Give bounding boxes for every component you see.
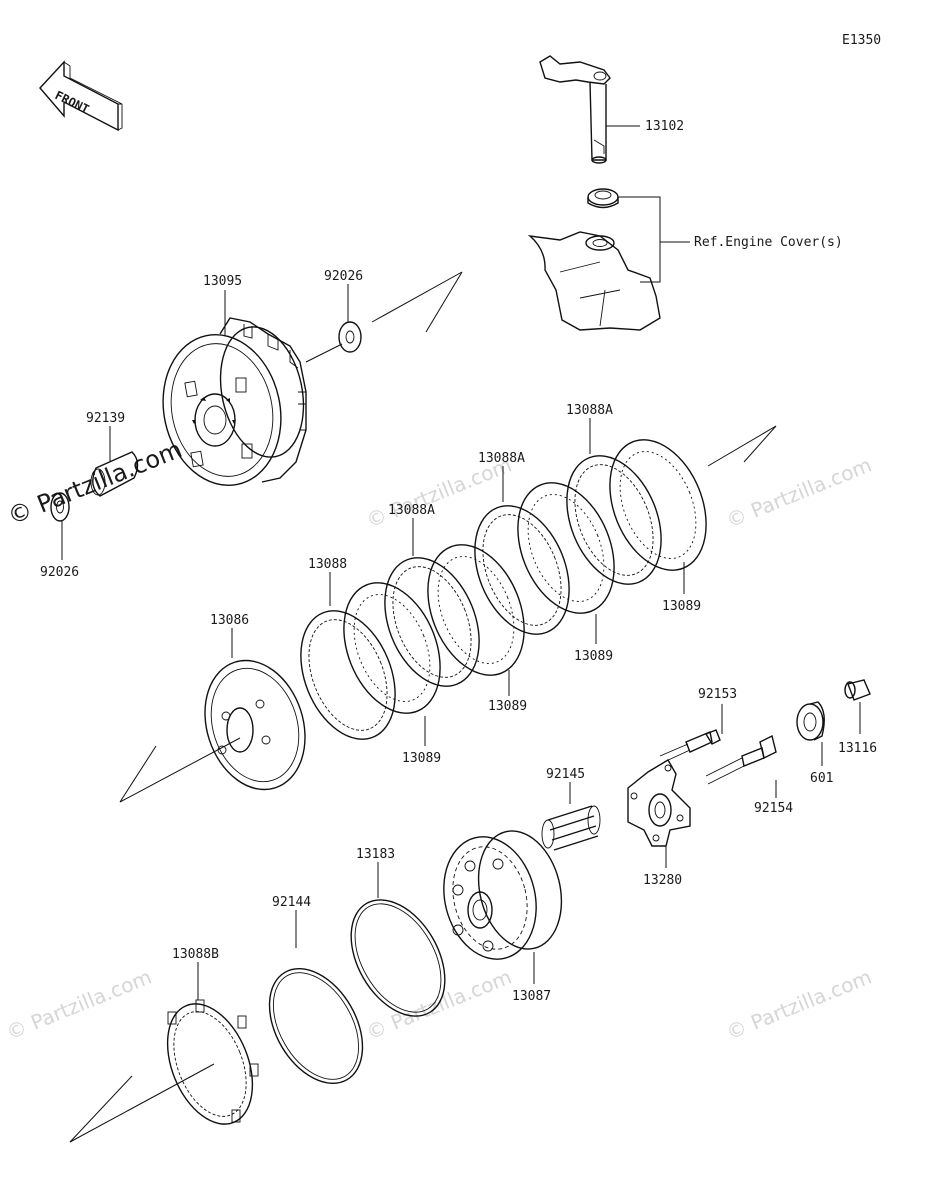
part-label-13088A-1: 13088A bbox=[388, 503, 435, 518]
friction-plate-13088A-3 bbox=[566, 455, 662, 585]
part-label-92139: 92139 bbox=[86, 411, 125, 426]
watermark-text: © Partzilla.com bbox=[723, 453, 875, 533]
clutch-plate-stack: 13088 13088A 13088A 13088A 13089 13089 1… bbox=[300, 403, 707, 766]
part-label-13088A-2: 13088A bbox=[478, 451, 525, 466]
front-arrow-icon: FRONT bbox=[39, 60, 123, 132]
steel-plate-13089 bbox=[343, 582, 441, 714]
part-label-13089-4: 13089 bbox=[662, 599, 701, 614]
pressure-plate-part: 13086 bbox=[204, 613, 306, 791]
part-label-13088A-3: 13088A bbox=[566, 403, 613, 418]
part-label-13183: 13183 bbox=[356, 847, 395, 862]
friction-plate-13088 bbox=[300, 610, 396, 740]
watermark-main: © Partzilla.com bbox=[4, 435, 186, 530]
clutch-housing-part: 13095 bbox=[162, 274, 307, 487]
assembly-axis-lines bbox=[69, 271, 777, 1143]
part-label-13086: 13086 bbox=[210, 613, 249, 628]
part-label-92026-bottom: 92026 bbox=[40, 565, 79, 580]
steel-plate-13089 bbox=[427, 544, 525, 676]
bolt-92153-part: 92153 bbox=[659, 687, 737, 763]
engine-cover-ref: Ref.Engine Cover(s) bbox=[527, 196, 843, 331]
part-label-92145: 92145 bbox=[546, 767, 585, 782]
part-label-601: 601 bbox=[810, 771, 833, 786]
pusher-13116-part: 13116 bbox=[838, 679, 877, 756]
part-label-13095: 13095 bbox=[203, 274, 242, 289]
part-label-13102: 13102 bbox=[645, 119, 684, 134]
clutch-hub-part: 13087 bbox=[443, 830, 563, 1004]
diagram-code: E1350 bbox=[842, 33, 881, 48]
friction-plate-13088A-1 bbox=[384, 557, 480, 687]
release-shaft-part: 13102 bbox=[539, 55, 684, 164]
part-label-13280: 13280 bbox=[643, 873, 682, 888]
part-label-13087: 13087 bbox=[512, 989, 551, 1004]
front-arrow-label: FRONT bbox=[53, 88, 92, 116]
spring-92145-part: 92145 bbox=[541, 767, 601, 851]
reference-label: Ref.Engine Cover(s) bbox=[694, 235, 843, 250]
bolt-92154-part: 92154 bbox=[705, 734, 793, 816]
part-label-92153: 92153 bbox=[698, 687, 737, 702]
oil-seal-part bbox=[587, 188, 619, 209]
part-label-13089-1: 13089 bbox=[402, 751, 441, 766]
friction-plate-13088A-2 bbox=[474, 505, 570, 635]
part-label-92026-top: 92026 bbox=[324, 269, 363, 284]
part-label-92144: 92144 bbox=[272, 895, 311, 910]
steel-plate-13089 bbox=[609, 439, 707, 571]
washer-bottom-part: 92026 bbox=[40, 492, 79, 580]
lifter-plate-13280-part: 13280 bbox=[627, 759, 691, 888]
watermark-layer: © Partzilla.com © Partzilla.com © Partzi… bbox=[3, 435, 875, 1044]
friction-plate-13088B: 13088B bbox=[166, 947, 259, 1125]
part-label-13088B: 13088B bbox=[172, 947, 219, 962]
part-label-92154: 92154 bbox=[754, 801, 793, 816]
watermark-text: © Partzilla.com bbox=[3, 965, 155, 1045]
washer-top-part: 92026 bbox=[324, 269, 363, 353]
collar-part: 92139 bbox=[86, 411, 139, 497]
bearing-601-part: 601 bbox=[796, 701, 833, 786]
ring-92144-part: 92144 bbox=[268, 895, 364, 1084]
part-label-13116: 13116 bbox=[838, 741, 877, 756]
part-label-13089-2: 13089 bbox=[488, 699, 527, 714]
part-label-13089-3: 13089 bbox=[574, 649, 613, 664]
ring-13183-part: 13183 bbox=[350, 847, 446, 1017]
part-label-13088: 13088 bbox=[308, 557, 347, 572]
steel-plate-13089 bbox=[517, 482, 615, 614]
watermark-text: © Partzilla.com bbox=[723, 965, 875, 1045]
